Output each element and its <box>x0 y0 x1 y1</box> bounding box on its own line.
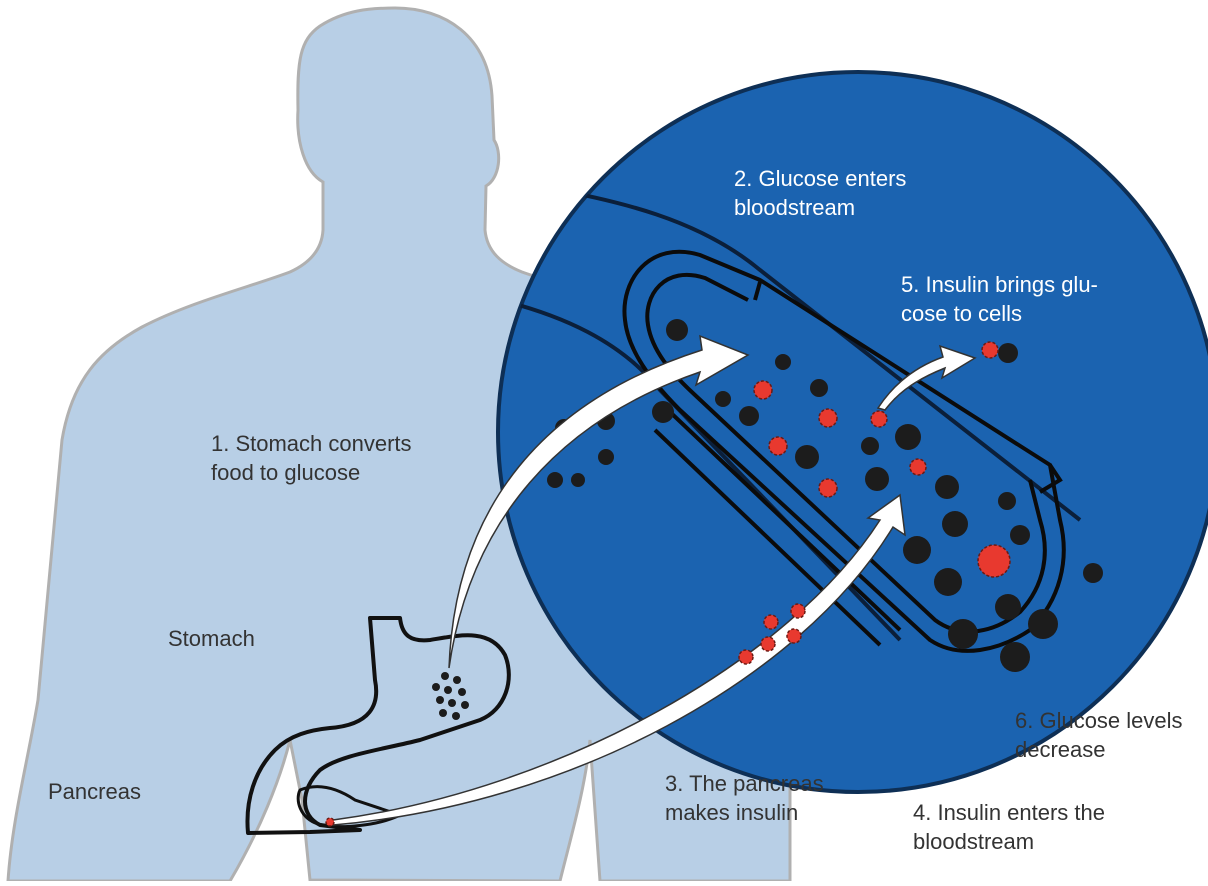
glucose-dot <box>1028 609 1058 639</box>
insulin-dot <box>910 459 926 475</box>
glucose-dot <box>452 712 460 720</box>
step3-label: 3. The pancreas <box>665 771 824 796</box>
glucose-dot <box>1010 525 1030 545</box>
glucose-dot <box>448 699 456 707</box>
glucose-dot <box>666 319 688 341</box>
glucose-dot <box>436 696 444 704</box>
step4-label-line2: bloodstream <box>913 829 1034 854</box>
insulin-dot <box>982 342 998 358</box>
glucose-dot <box>547 472 563 488</box>
glucose-dot <box>948 619 978 649</box>
insulin-dot <box>791 604 805 618</box>
glucose-dot <box>598 449 614 465</box>
glucose-dot <box>453 676 461 684</box>
step6-label: 6. Glucose levels <box>1015 708 1183 733</box>
glucose-dot <box>903 536 931 564</box>
glucose-dot <box>810 379 828 397</box>
stomach-label: Stomach <box>168 626 255 651</box>
glucose-dot <box>998 343 1018 363</box>
glucose-dot <box>935 475 959 499</box>
insulin-dot <box>761 637 775 651</box>
glucose-dot <box>1000 642 1030 672</box>
glucose-dot <box>795 445 819 469</box>
step5-label-line2: cose to cells <box>901 301 1022 326</box>
insulin-dot <box>739 650 753 664</box>
insulin-dot <box>819 409 837 427</box>
step1-label: 1. Stomach converts <box>211 431 412 456</box>
glucose-dot <box>861 437 879 455</box>
insulin-dot <box>819 479 837 497</box>
step4-label: 4. Insulin enters the <box>913 800 1105 825</box>
glucose-dot <box>715 391 731 407</box>
step5-label: 5. Insulin brings glu- <box>901 272 1098 297</box>
glucose-dot <box>571 473 585 487</box>
glucose-dot <box>652 401 674 423</box>
pancreas-label: Pancreas <box>48 779 141 804</box>
glucose-dot <box>865 467 889 491</box>
glucose-dot <box>439 709 447 717</box>
glucose-dot <box>995 594 1021 620</box>
glucose-dot <box>895 424 921 450</box>
step2-label-line2: bloodstream <box>734 195 855 220</box>
insulin-dot <box>787 629 801 643</box>
glucose-dot <box>1083 563 1103 583</box>
insulin-dot <box>871 411 887 427</box>
insulin-dot <box>769 437 787 455</box>
glucose-dot <box>461 701 469 709</box>
step3-label-line2: makes insulin <box>665 800 798 825</box>
glucose-dot <box>458 688 466 696</box>
insulin-dot <box>764 615 778 629</box>
glucose-dot <box>934 568 962 596</box>
glucose-dot <box>441 672 449 680</box>
glucose-dot <box>775 354 791 370</box>
glucose-dot <box>942 511 968 537</box>
step2-label: 2. Glucose enters <box>734 166 906 191</box>
glucose-dot <box>998 492 1016 510</box>
glucose-dot <box>739 406 759 426</box>
insulin-dot <box>754 381 772 399</box>
glucose-dot <box>444 686 452 694</box>
step1-label-line2: food to glucose <box>211 460 360 485</box>
step6-label-line2: decrease <box>1015 737 1106 762</box>
glucose-dot <box>432 683 440 691</box>
insulin-dot <box>326 818 334 826</box>
insulin-dot <box>978 545 1010 577</box>
